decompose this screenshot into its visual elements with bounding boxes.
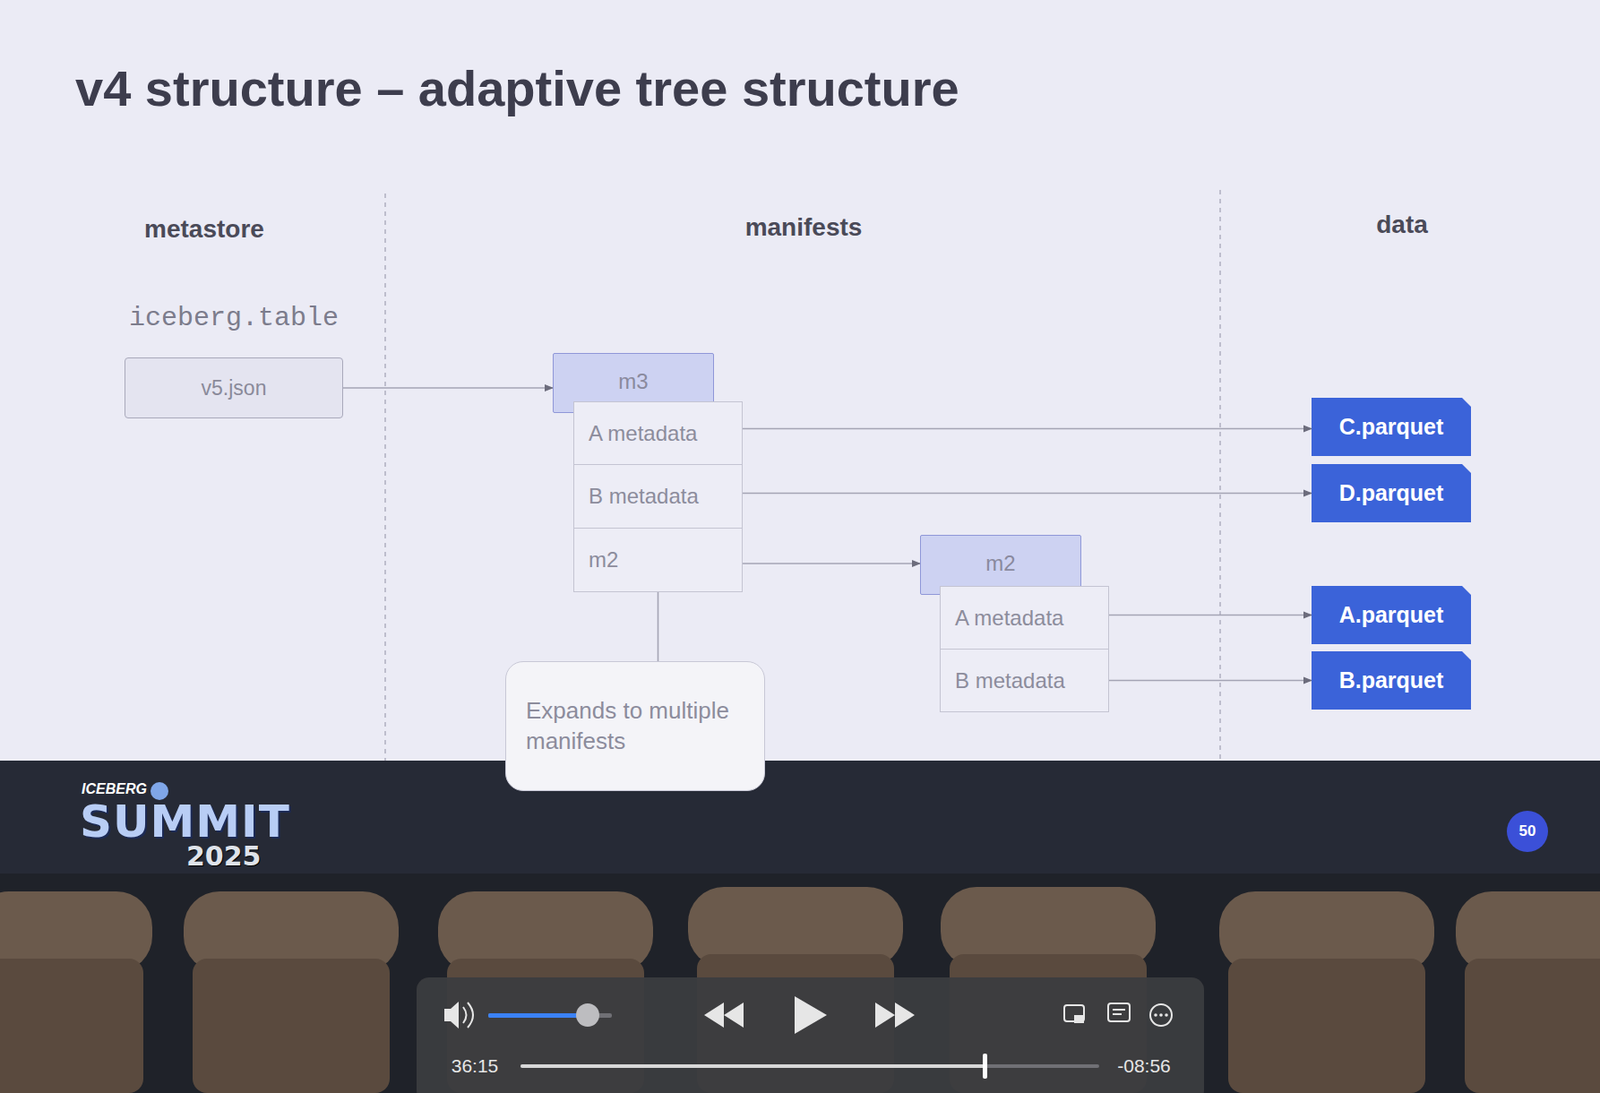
- page-number: 50: [1519, 822, 1537, 841]
- column-heading: metastore: [144, 215, 265, 244]
- manifest-entry: m2: [573, 527, 743, 593]
- callout-pointer: [657, 592, 660, 662]
- callout-box: Expands to multiple manifests: [505, 661, 766, 792]
- manifest-entry: B metadata: [939, 648, 1110, 713]
- manifest-entry: A metadata: [573, 401, 743, 465]
- column-heading: manifests: [745, 213, 863, 242]
- column-divider: [1219, 189, 1222, 761]
- slide-title: v4 structure – adaptive tree structure: [75, 59, 960, 118]
- box-text: A metadata: [954, 605, 1064, 631]
- box-text: C.parquet: [1339, 413, 1445, 440]
- box-text: A.parquet: [1339, 602, 1445, 628]
- logo-text: ICEBERG: [81, 781, 147, 798]
- box-text: B metadata: [588, 483, 699, 509]
- box-text: B.parquet: [1339, 667, 1445, 694]
- manifest-entry: B metadata: [573, 464, 743, 529]
- table-pointer: iceberg.tablev5.json: [124, 357, 344, 419]
- data-file: C.parquet: [1311, 397, 1471, 456]
- pointer-arrow: [742, 492, 1312, 495]
- player-controls: [444, 996, 1172, 1079]
- player-panel: [416, 977, 1205, 1093]
- page-badge: [1506, 810, 1549, 852]
- pointer-arrow: [1109, 614, 1312, 617]
- elapsed-time: 36:15: [451, 1055, 499, 1077]
- data-file: A.parquet: [1311, 585, 1471, 645]
- pointer-arrow: [742, 428, 1312, 431]
- box-text: B metadata: [954, 668, 1066, 694]
- manifest-file: m2A metadataB metadata: [920, 534, 1110, 713]
- logo-text: 2025: [186, 840, 262, 872]
- column-divider: [384, 193, 387, 761]
- manifest-entry: A metadata: [939, 585, 1110, 650]
- slide: [0, 0, 1600, 761]
- box-text: v5.json: [201, 376, 267, 401]
- pointer-arrow: [1109, 679, 1312, 682]
- box-text: m2: [588, 547, 619, 573]
- column-heading: data: [1376, 210, 1428, 240]
- remaining-time: -08:56: [1117, 1055, 1171, 1077]
- pointer-arrow: [343, 387, 553, 389]
- logo-text: SUMMIT: [79, 795, 291, 848]
- pointer-arrow: [742, 562, 921, 565]
- data-file: B.parquet: [1311, 651, 1471, 710]
- box-text: Expands to multiple manifests: [525, 696, 745, 757]
- table-name: iceberg.table: [71, 302, 396, 334]
- data-file: D.parquet: [1311, 464, 1471, 523]
- box-text: A metadata: [588, 421, 697, 447]
- box-text: D.parquet: [1339, 480, 1445, 507]
- manifest-file: m3A metadataB metadatam2: [552, 352, 743, 593]
